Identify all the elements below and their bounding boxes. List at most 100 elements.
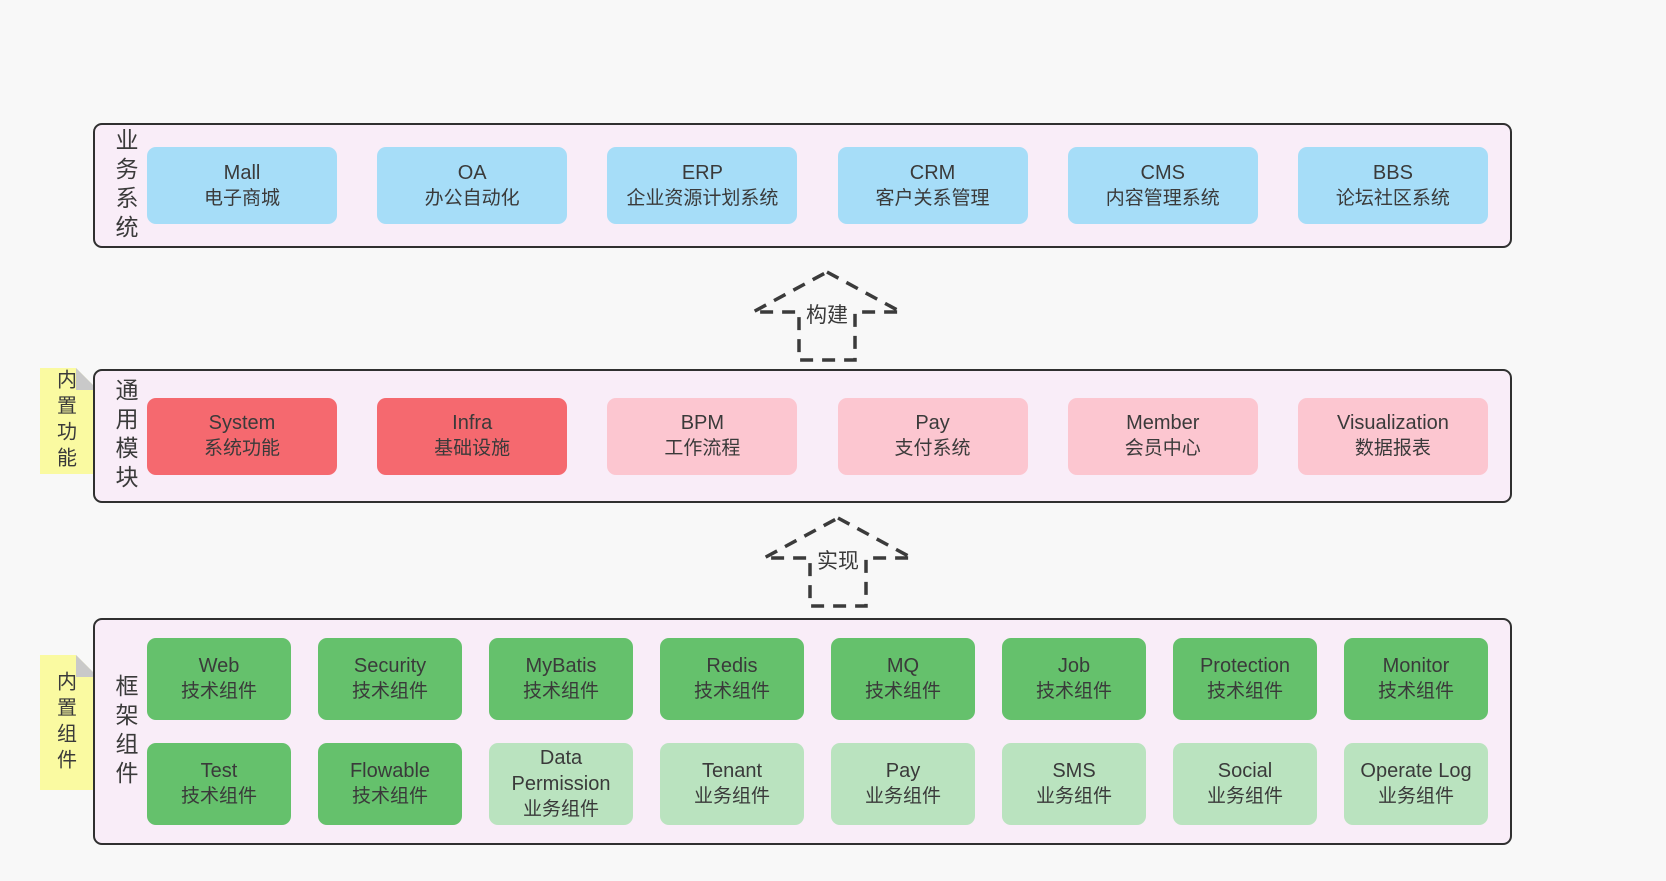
box-test: Test 技术组件	[147, 743, 291, 825]
box-title: SMS	[1052, 760, 1096, 782]
implement-arrow-icon: 实现	[763, 516, 913, 608]
box-pay-module: Pay 支付系统	[837, 397, 1028, 475]
box-title: CRM	[909, 161, 956, 184]
box-mybatis: MyBatis 技术组件	[489, 638, 633, 720]
box-title: Tenant	[701, 760, 763, 782]
box-title: ERP	[681, 161, 723, 184]
sticky-note-label: 内置功能	[53, 369, 76, 473]
box-job: Job 技术组件	[1002, 638, 1146, 720]
framework-row-2: Test 技术组件 Flowable 技术组件 Data Permission …	[147, 743, 1488, 825]
box-social: Social 业务组件	[1173, 743, 1317, 825]
box-subtitle: 系统功能	[203, 438, 280, 459]
box-title: MyBatis	[525, 655, 597, 677]
arrow-label-bg	[812, 545, 864, 575]
box-subtitle: 技术组件	[1035, 681, 1112, 702]
box-title: Job	[1057, 655, 1091, 677]
box-title: Web	[198, 655, 240, 677]
box-subtitle: 技术组件	[351, 681, 428, 702]
box-subtitle: 支付系统	[894, 438, 971, 459]
sticky-note-builtin-features: 内置功能	[40, 368, 98, 474]
box-subtitle: 技术组件	[351, 786, 428, 807]
box-title: Infra	[452, 412, 493, 434]
box-subtitle: 工作流程	[664, 438, 741, 459]
box-subtitle: 电子商城	[203, 187, 280, 209]
section-modules-label: 通用模块	[112, 378, 138, 494]
box-subtitle: 技术组件	[693, 681, 770, 702]
sticky-note-label: 内置组件	[53, 670, 76, 775]
box-subtitle: 技术组件	[180, 681, 257, 702]
box-title: Member	[1126, 412, 1200, 434]
box-bbs: BBS 论坛社区系统	[1297, 147, 1488, 224]
box-web: Web 技术组件	[147, 638, 291, 720]
implement-arrow-label: 实现	[817, 550, 859, 573]
box-title: Pay	[915, 412, 950, 434]
box-tenant: Tenant 业务组件	[660, 743, 804, 825]
box-flowable: Flowable 技术组件	[318, 743, 462, 825]
box-subtitle: 技术组件	[180, 786, 257, 807]
box-subtitle: 内容管理系统	[1105, 187, 1220, 209]
box-operate-log: Operate Log 业务组件	[1344, 743, 1488, 825]
box-subtitle: 企业资源计划系统	[626, 187, 779, 209]
box-subtitle: 业务组件	[1377, 786, 1454, 807]
arrow-label-bg	[801, 299, 853, 329]
box-subtitle: 技术组件	[522, 681, 599, 702]
box-redis: Redis 技术组件	[660, 638, 804, 720]
box-title: BBS	[1372, 161, 1413, 184]
box-subtitle: 技术组件	[864, 681, 941, 702]
box-title: Data Permission	[511, 747, 611, 795]
box-title: OA	[457, 161, 487, 184]
box-subtitle: 业务组件	[693, 786, 770, 807]
box-subtitle: 技术组件	[1206, 681, 1283, 702]
box-title: CMS	[1140, 161, 1185, 184]
section-framework-components: 框架组件 Web 技术组件 Security 技术组件 MyBatis 技术组件…	[93, 618, 1512, 845]
section-common-modules: 通用模块 System 系统功能 Infra 基础设施 BPM 工作流程 Pay…	[93, 369, 1512, 503]
box-title: Flowable	[349, 760, 431, 782]
section-business-label: 业务系统	[112, 127, 138, 244]
box-protection: Protection 技术组件	[1173, 638, 1317, 720]
box-title: MQ	[886, 655, 920, 677]
box-title: Social	[1217, 760, 1273, 782]
box-title: Test	[200, 760, 238, 782]
business-boxes-row: Mall 电子商城 OA 办公自动化 ERP 企业资源计划系统 CRM 客户关系…	[141, 125, 1510, 246]
box-subtitle: 业务组件	[1035, 786, 1112, 807]
box-oa: OA 办公自动化	[377, 147, 568, 224]
box-member: Member 会员中心	[1067, 397, 1258, 475]
box-title: Protection	[1199, 655, 1291, 677]
box-title: Pay	[885, 760, 921, 782]
box-subtitle: 业务组件	[1206, 786, 1283, 807]
box-infra: Infra 基础设施	[377, 397, 568, 475]
box-title: BPM	[680, 412, 725, 434]
box-data-permission: Data Permission 业务组件	[489, 743, 633, 825]
framework-boxes-grid: Web 技术组件 Security 技术组件 MyBatis 技术组件 Redi…	[141, 620, 1510, 843]
box-mall: Mall 电子商城	[147, 147, 337, 224]
section-framework-label: 框架组件	[112, 673, 138, 790]
framework-row-1: Web 技术组件 Security 技术组件 MyBatis 技术组件 Redi…	[147, 638, 1488, 720]
sticky-note-builtin-components: 内置组件	[40, 655, 98, 790]
box-subtitle: 技术组件	[1377, 681, 1454, 702]
box-crm: CRM 客户关系管理	[837, 147, 1028, 224]
section-business-systems: 业务系统 Mall 电子商城 OA 办公自动化 ERP 企业资源计划系统 CRM…	[93, 123, 1512, 248]
box-monitor: Monitor 技术组件	[1344, 638, 1488, 720]
arrow-outline	[752, 270, 902, 362]
box-title: Security	[353, 655, 427, 677]
box-title: System	[208, 412, 276, 434]
box-subtitle: 数据报表	[1354, 438, 1431, 459]
box-subtitle: 基础设施	[434, 438, 511, 459]
box-sms: SMS 业务组件	[1002, 743, 1146, 825]
box-subtitle: 论坛社区系统	[1335, 187, 1450, 209]
box-subtitle: 业务组件	[522, 799, 599, 820]
box-title: Visualization	[1336, 412, 1449, 434]
box-cms: CMS 内容管理系统	[1067, 147, 1258, 224]
build-arrow-label: 构建	[806, 304, 848, 327]
box-security: Security 技术组件	[318, 638, 462, 720]
box-title: Redis	[706, 655, 758, 677]
box-subtitle: 会员中心	[1124, 438, 1201, 459]
box-mq: MQ 技术组件	[831, 638, 975, 720]
box-title: Operate Log	[1360, 760, 1472, 782]
arrow-outline	[763, 516, 913, 608]
box-title: Mall	[223, 161, 261, 184]
box-bpm: BPM 工作流程	[607, 397, 798, 475]
box-visualization: Visualization 数据报表	[1297, 397, 1488, 475]
box-title: Monitor	[1382, 655, 1450, 677]
